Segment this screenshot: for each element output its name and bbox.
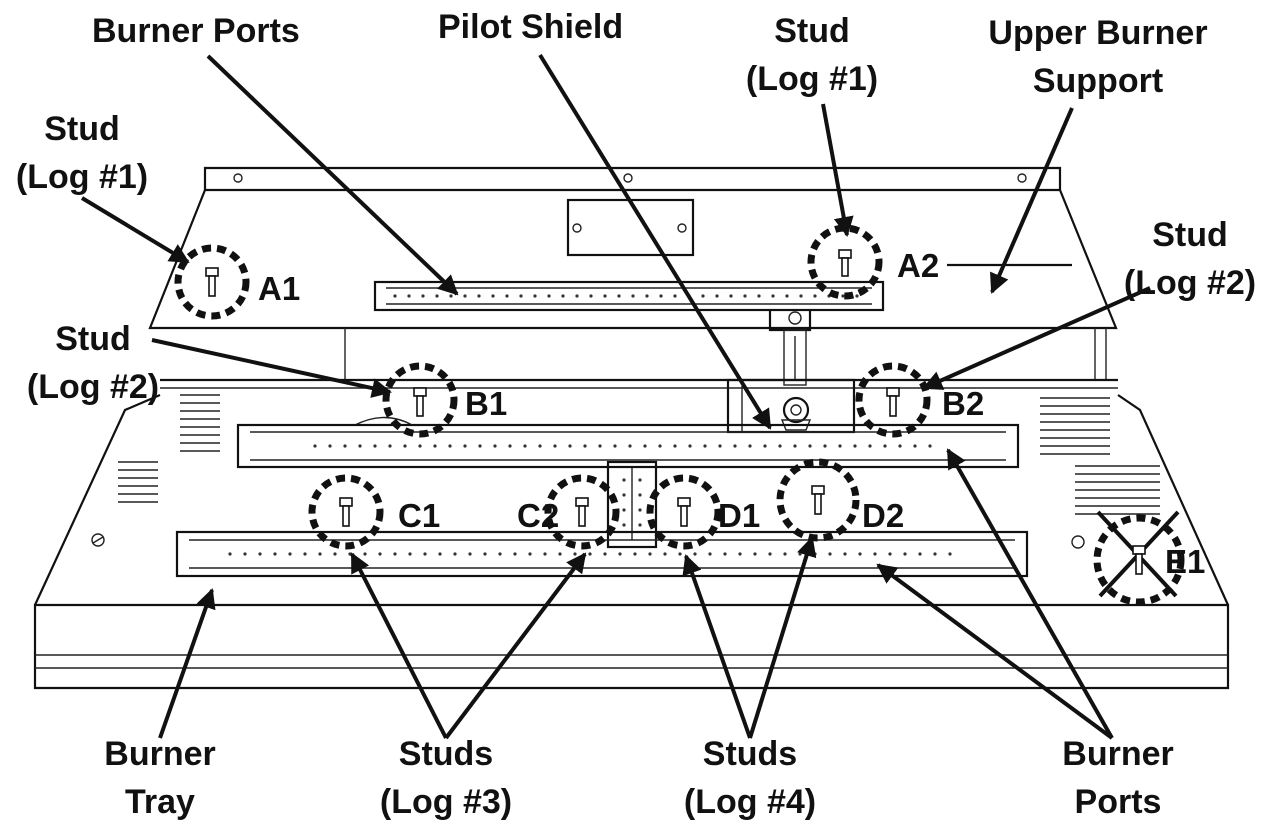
stud-a2 <box>807 224 883 300</box>
tag-b2: B2 <box>942 385 984 422</box>
label-burner-ports-bottom-l1: Burner <box>1062 735 1173 773</box>
label-stud-log2-left-l1: Stud <box>55 320 131 358</box>
label-pilot-shield: Pilot Shield <box>438 8 623 46</box>
arrow-pilot-shield <box>538 53 772 430</box>
label-stud-log2-right-l1: Stud <box>1152 216 1228 254</box>
label-studs-log3-l2: (Log #3) <box>380 783 512 821</box>
label-studs-log4-l2: (Log #4) <box>684 783 816 821</box>
arrow-stud-log1-left <box>80 196 190 264</box>
tag-a1: A1 <box>258 270 300 307</box>
burner-tray <box>33 393 1230 690</box>
label-burner-tray-l1: Burner <box>104 735 215 773</box>
tag-d1: D1 <box>718 497 760 534</box>
vent-slots-left <box>118 394 220 503</box>
label-studs-log4-l1: Studs <box>703 735 797 773</box>
label-stud-log1-left-l1: Stud <box>44 110 120 148</box>
middle-burner-bar <box>236 416 1020 469</box>
label-stud-log2-left-l2: (Log #2) <box>27 368 159 406</box>
lower-port-row <box>228 552 952 556</box>
top-port-row <box>393 294 859 298</box>
arrow-studs-log3-a <box>350 552 448 739</box>
stud-b1 <box>382 362 458 438</box>
label-upper-burner-support-l2: Support <box>1033 62 1163 100</box>
label-stud-log2-right-l2: (Log #2) <box>1124 264 1256 302</box>
arrow-stud-log2-right <box>922 286 1151 390</box>
arrow-studs-log4-b <box>748 536 817 739</box>
middle-port-row <box>313 444 932 448</box>
center-connector <box>606 460 658 549</box>
stud-e1 <box>1093 510 1185 606</box>
arrow-studs-log3-b <box>444 552 587 740</box>
stud-d1 <box>646 474 722 550</box>
tag-c2: C2 <box>517 497 559 534</box>
tag-c1: C1 <box>398 497 440 534</box>
arrow-burner-tray <box>158 588 216 739</box>
label-burner-ports-bottom-l2: Ports <box>1075 783 1162 821</box>
label-studs-log3-l1: Studs <box>399 735 493 773</box>
stud-c2 <box>544 474 620 550</box>
arrow-studs-log4-a <box>682 554 752 739</box>
tag-d2: D2 <box>862 497 904 534</box>
arrow-burner-ports-bottom-b <box>946 448 1114 739</box>
arrow-burner-ports-top <box>206 54 459 296</box>
label-burner-tray-l2: Tray <box>125 783 195 821</box>
arrow-stud-log1-right <box>821 103 854 237</box>
tag-a2: A2 <box>897 247 939 284</box>
leader-arrows <box>80 53 1151 740</box>
label-upper-burner-support-l1: Upper Burner <box>988 14 1207 52</box>
label-stud-log1-right-l2: (Log #1) <box>746 60 878 98</box>
stud-c1 <box>308 474 384 550</box>
tag-e1: E1 <box>1165 543 1205 580</box>
label-stud-log1-left-l2: (Log #1) <box>16 158 148 196</box>
stud-b2 <box>855 362 931 438</box>
arrow-stud-log2-left <box>151 338 392 398</box>
stud-a1 <box>174 244 250 320</box>
vent-slots-right <box>1040 397 1160 549</box>
arrow-upper-burner-support <box>990 107 1074 294</box>
arrow-burner-ports-bottom-a <box>876 563 1114 740</box>
tag-b1: B1 <box>465 385 507 422</box>
label-burner-ports-top: Burner Ports <box>92 12 300 50</box>
label-stud-log1-right-l1: Stud <box>774 12 850 50</box>
stud-d2 <box>776 458 860 542</box>
